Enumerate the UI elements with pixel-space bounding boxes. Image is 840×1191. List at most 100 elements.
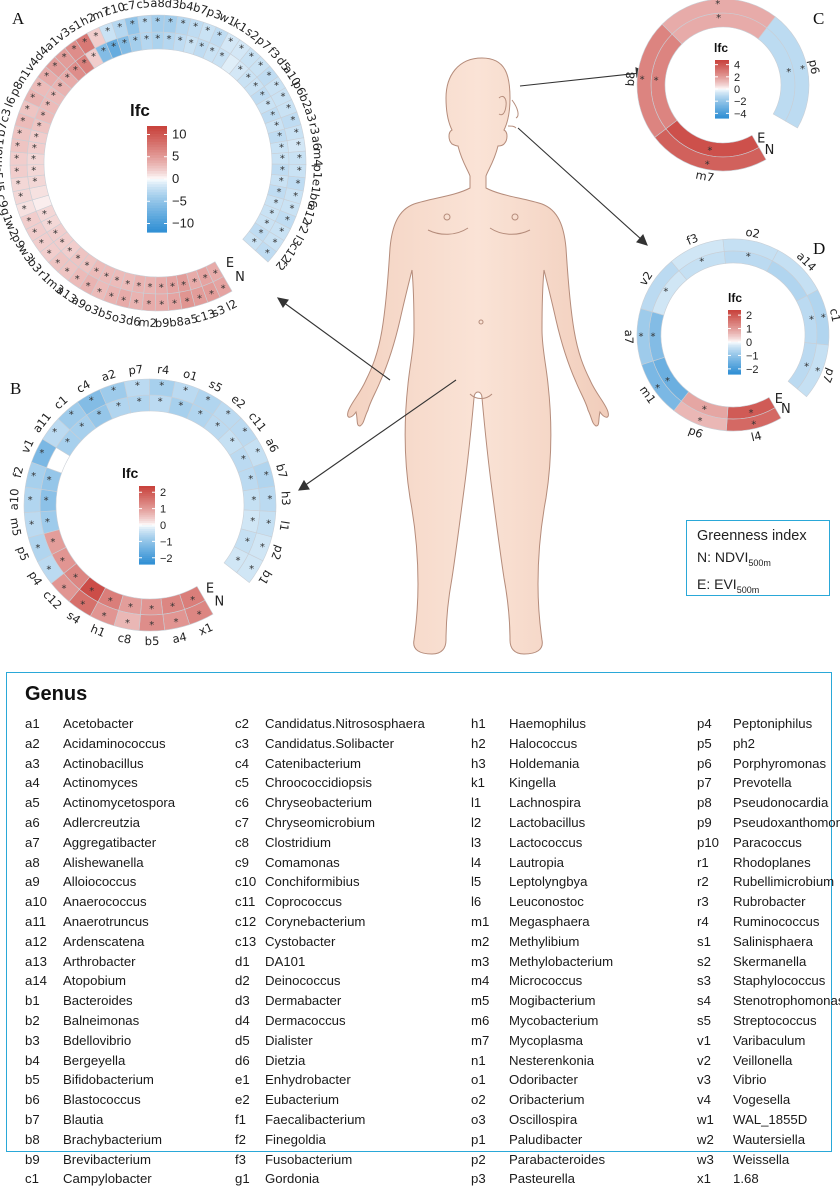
colorbar-segment xyxy=(728,342,741,345)
significance-star: * xyxy=(73,573,78,584)
ring-B-cell-h3: **h3 xyxy=(242,485,293,512)
ring-B-cell-p4: **p4 xyxy=(26,546,77,588)
genus-name: Balneimonas xyxy=(63,1012,140,1028)
colorbar-segment xyxy=(728,335,741,338)
significance-star: * xyxy=(170,602,175,613)
cell-ndvi xyxy=(766,16,810,129)
genus-name: Pseudoxanthomonas xyxy=(733,814,840,830)
genus-code-label: c9 xyxy=(0,193,11,210)
colorbar-segment xyxy=(715,73,729,76)
colorbar-segment xyxy=(715,62,729,65)
genus-code: l6 xyxy=(471,894,482,910)
ring-A-cell-b9: **b9 xyxy=(155,276,170,330)
colorbar-segment xyxy=(728,343,741,346)
genus-code: v3 xyxy=(697,1072,711,1088)
significance-star: * xyxy=(52,61,57,72)
ring-B-cell-b5: **b5 xyxy=(138,598,166,648)
colorbar-segment xyxy=(715,112,729,115)
genus-code-label: a6 xyxy=(263,436,282,455)
genus-code: c2 xyxy=(235,716,249,731)
genus-name: ph2 xyxy=(733,735,756,751)
colorbar-segment xyxy=(715,96,729,99)
colorbar-segment xyxy=(715,91,729,94)
colorbar-segment xyxy=(139,560,155,563)
genus-code-label: e1 xyxy=(308,178,324,194)
significance-star: * xyxy=(815,366,820,377)
ring-B-cell-c1: **c1 xyxy=(51,393,97,442)
genus-code: n1 xyxy=(471,1052,486,1068)
ring-A-cell-w1: **w1 xyxy=(202,9,238,64)
genus-name: Blautia xyxy=(63,1111,104,1127)
genus-code: o1 xyxy=(471,1072,486,1088)
genus-code-label: b6 xyxy=(305,192,322,209)
genus-name: Paracoccus xyxy=(733,834,802,850)
significance-star: * xyxy=(144,34,149,45)
significance-star: * xyxy=(253,81,258,92)
genus-name: Bdellovibrio xyxy=(63,1032,132,1048)
genus-name: Deinococcus xyxy=(265,973,341,989)
significance-star: * xyxy=(174,617,179,628)
colorbar-segment xyxy=(715,106,729,109)
colorbar-segment xyxy=(715,86,729,89)
significance-star: * xyxy=(111,386,116,397)
ring-A-cell-b2: **b2 xyxy=(260,92,315,125)
significance-star: * xyxy=(269,208,274,219)
significance-star: * xyxy=(104,271,109,282)
significance-star: * xyxy=(190,595,195,606)
genus-code: r3 xyxy=(697,894,709,910)
colorbar-segment xyxy=(139,519,155,522)
colorbar-tick-label: 4 xyxy=(734,60,740,72)
genus-code-label: a5 xyxy=(182,311,199,328)
significance-star: * xyxy=(297,166,302,177)
significance-star: * xyxy=(134,298,139,309)
genus-name: 1.68 xyxy=(733,1171,759,1187)
significance-star: * xyxy=(213,269,218,280)
significance-star: * xyxy=(270,110,275,121)
genus-code-label: p2 xyxy=(268,543,286,562)
significance-star: * xyxy=(15,141,20,152)
genus-code: o3 xyxy=(471,1111,486,1127)
significance-star: * xyxy=(250,516,255,527)
genus-name: Oscillospira xyxy=(509,1111,578,1127)
significance-star: * xyxy=(17,128,22,139)
colorbar-segment xyxy=(728,364,741,367)
genus-code: c1 xyxy=(25,1171,39,1187)
nipple-right xyxy=(511,213,519,221)
colorbar-tick-label: 2 xyxy=(734,72,740,84)
genus-name: Campylobacter xyxy=(63,1171,152,1187)
genus-code: c9 xyxy=(235,854,249,870)
ring-A-cell-p6: **p6 xyxy=(255,78,309,115)
genus-code-label: m4 xyxy=(311,148,326,167)
colorbar-segment xyxy=(715,100,729,103)
arrow-hand-to-A xyxy=(282,301,391,381)
genus-code-label: f1 xyxy=(0,137,7,150)
genus-code: a10 xyxy=(25,894,48,910)
ring-B-cell-b1: **b1 xyxy=(223,546,275,587)
colorbar-segment xyxy=(139,499,155,503)
ring-C-cell-p6: **p6 xyxy=(757,16,823,129)
genus-code: w3 xyxy=(697,1151,714,1167)
genus-code-label: m7 xyxy=(694,168,715,185)
significance-star: * xyxy=(117,22,122,33)
genus-name: Haemophilus xyxy=(509,716,586,731)
genus-name: Megasphaera xyxy=(509,913,590,929)
ring-A-cell-c10: **c10 xyxy=(103,0,133,56)
genus-code-label: o3 xyxy=(111,310,128,327)
genus-name: Fusobacterium xyxy=(265,1151,353,1167)
significance-star: * xyxy=(46,565,51,576)
genus-code-label: c1 xyxy=(51,393,70,413)
genus-code: v4 xyxy=(697,1092,711,1108)
significance-star: * xyxy=(786,67,791,78)
significance-star: * xyxy=(45,100,50,111)
significance-star: * xyxy=(654,76,659,87)
significance-star: * xyxy=(168,17,173,28)
ring-C-cell-b8: **b8 xyxy=(623,23,683,138)
significance-star: * xyxy=(137,397,142,408)
significance-star: * xyxy=(205,26,210,37)
genus-code: d5 xyxy=(235,1032,250,1048)
significance-star: * xyxy=(159,299,164,310)
colorbar-segment xyxy=(139,556,155,559)
genus-name: Acidaminococcus xyxy=(63,735,166,751)
genus-code: m5 xyxy=(471,993,490,1009)
ring-A-cell-m6: **m6 xyxy=(0,149,45,168)
